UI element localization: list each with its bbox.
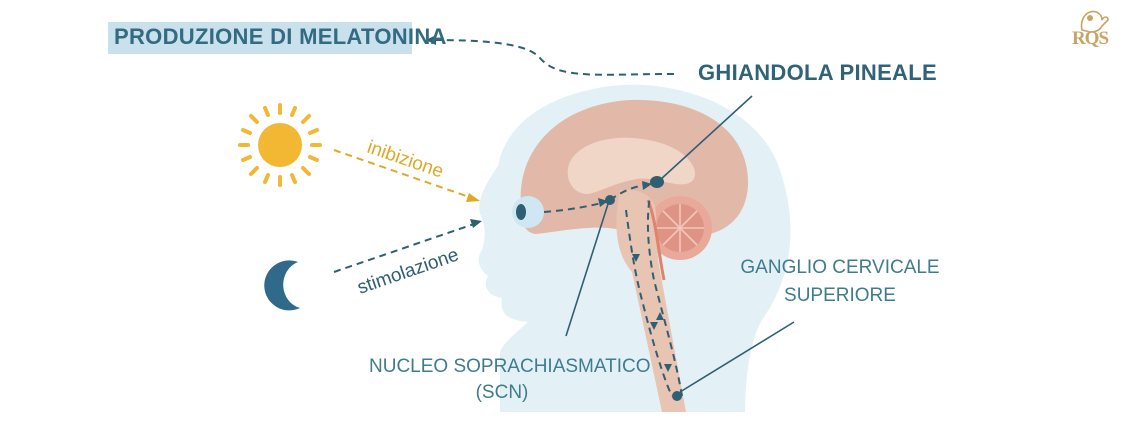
stimulation-label: stimolazione [355,244,462,298]
pineal-gland-label: GHIANDOLA PINEALE [698,60,937,85]
pineal-leader [659,95,753,181]
ganglion-node [672,391,682,401]
ganglion-label: GANGLIO CERVICALE SUPERIORE [740,254,940,310]
scn-leader [565,203,609,337]
ganglion-leader [679,321,795,393]
scn-label-line1: NUCLEO SOPRACHIASMATICO [369,356,651,377]
stimulation-arrowhead [470,219,482,228]
title-highlight [108,22,412,54]
nerve-fiber [646,199,666,281]
stimulation-arrow [333,223,475,273]
ganglion-label-line1: GANGLIO CERVICALE [740,257,940,278]
diagram-title: PRODUZIONE DI MELATONINA [114,24,447,49]
lion-icon [1080,10,1109,33]
scn-node [605,195,615,205]
moon-icon [264,260,300,311]
cerebellum [648,196,712,260]
melatonin-arrowhead [426,35,436,45]
eye-icon [512,196,544,228]
spinal-cord [616,189,686,412]
logo-text: RQS [1071,28,1109,49]
inhibition-arrow [333,149,473,199]
scn-label: NUCLEO SOPRACHIASMATICO (SCN) [369,354,651,406]
scn-label-line2: (SCN) [475,382,529,403]
melatonin-arrow [433,39,675,76]
brand-logo: RQS [1060,4,1120,54]
inhibition-arrowhead [466,193,480,202]
ganglion-label-line2: SUPERIORE [784,285,896,306]
sun-icon [238,103,322,187]
